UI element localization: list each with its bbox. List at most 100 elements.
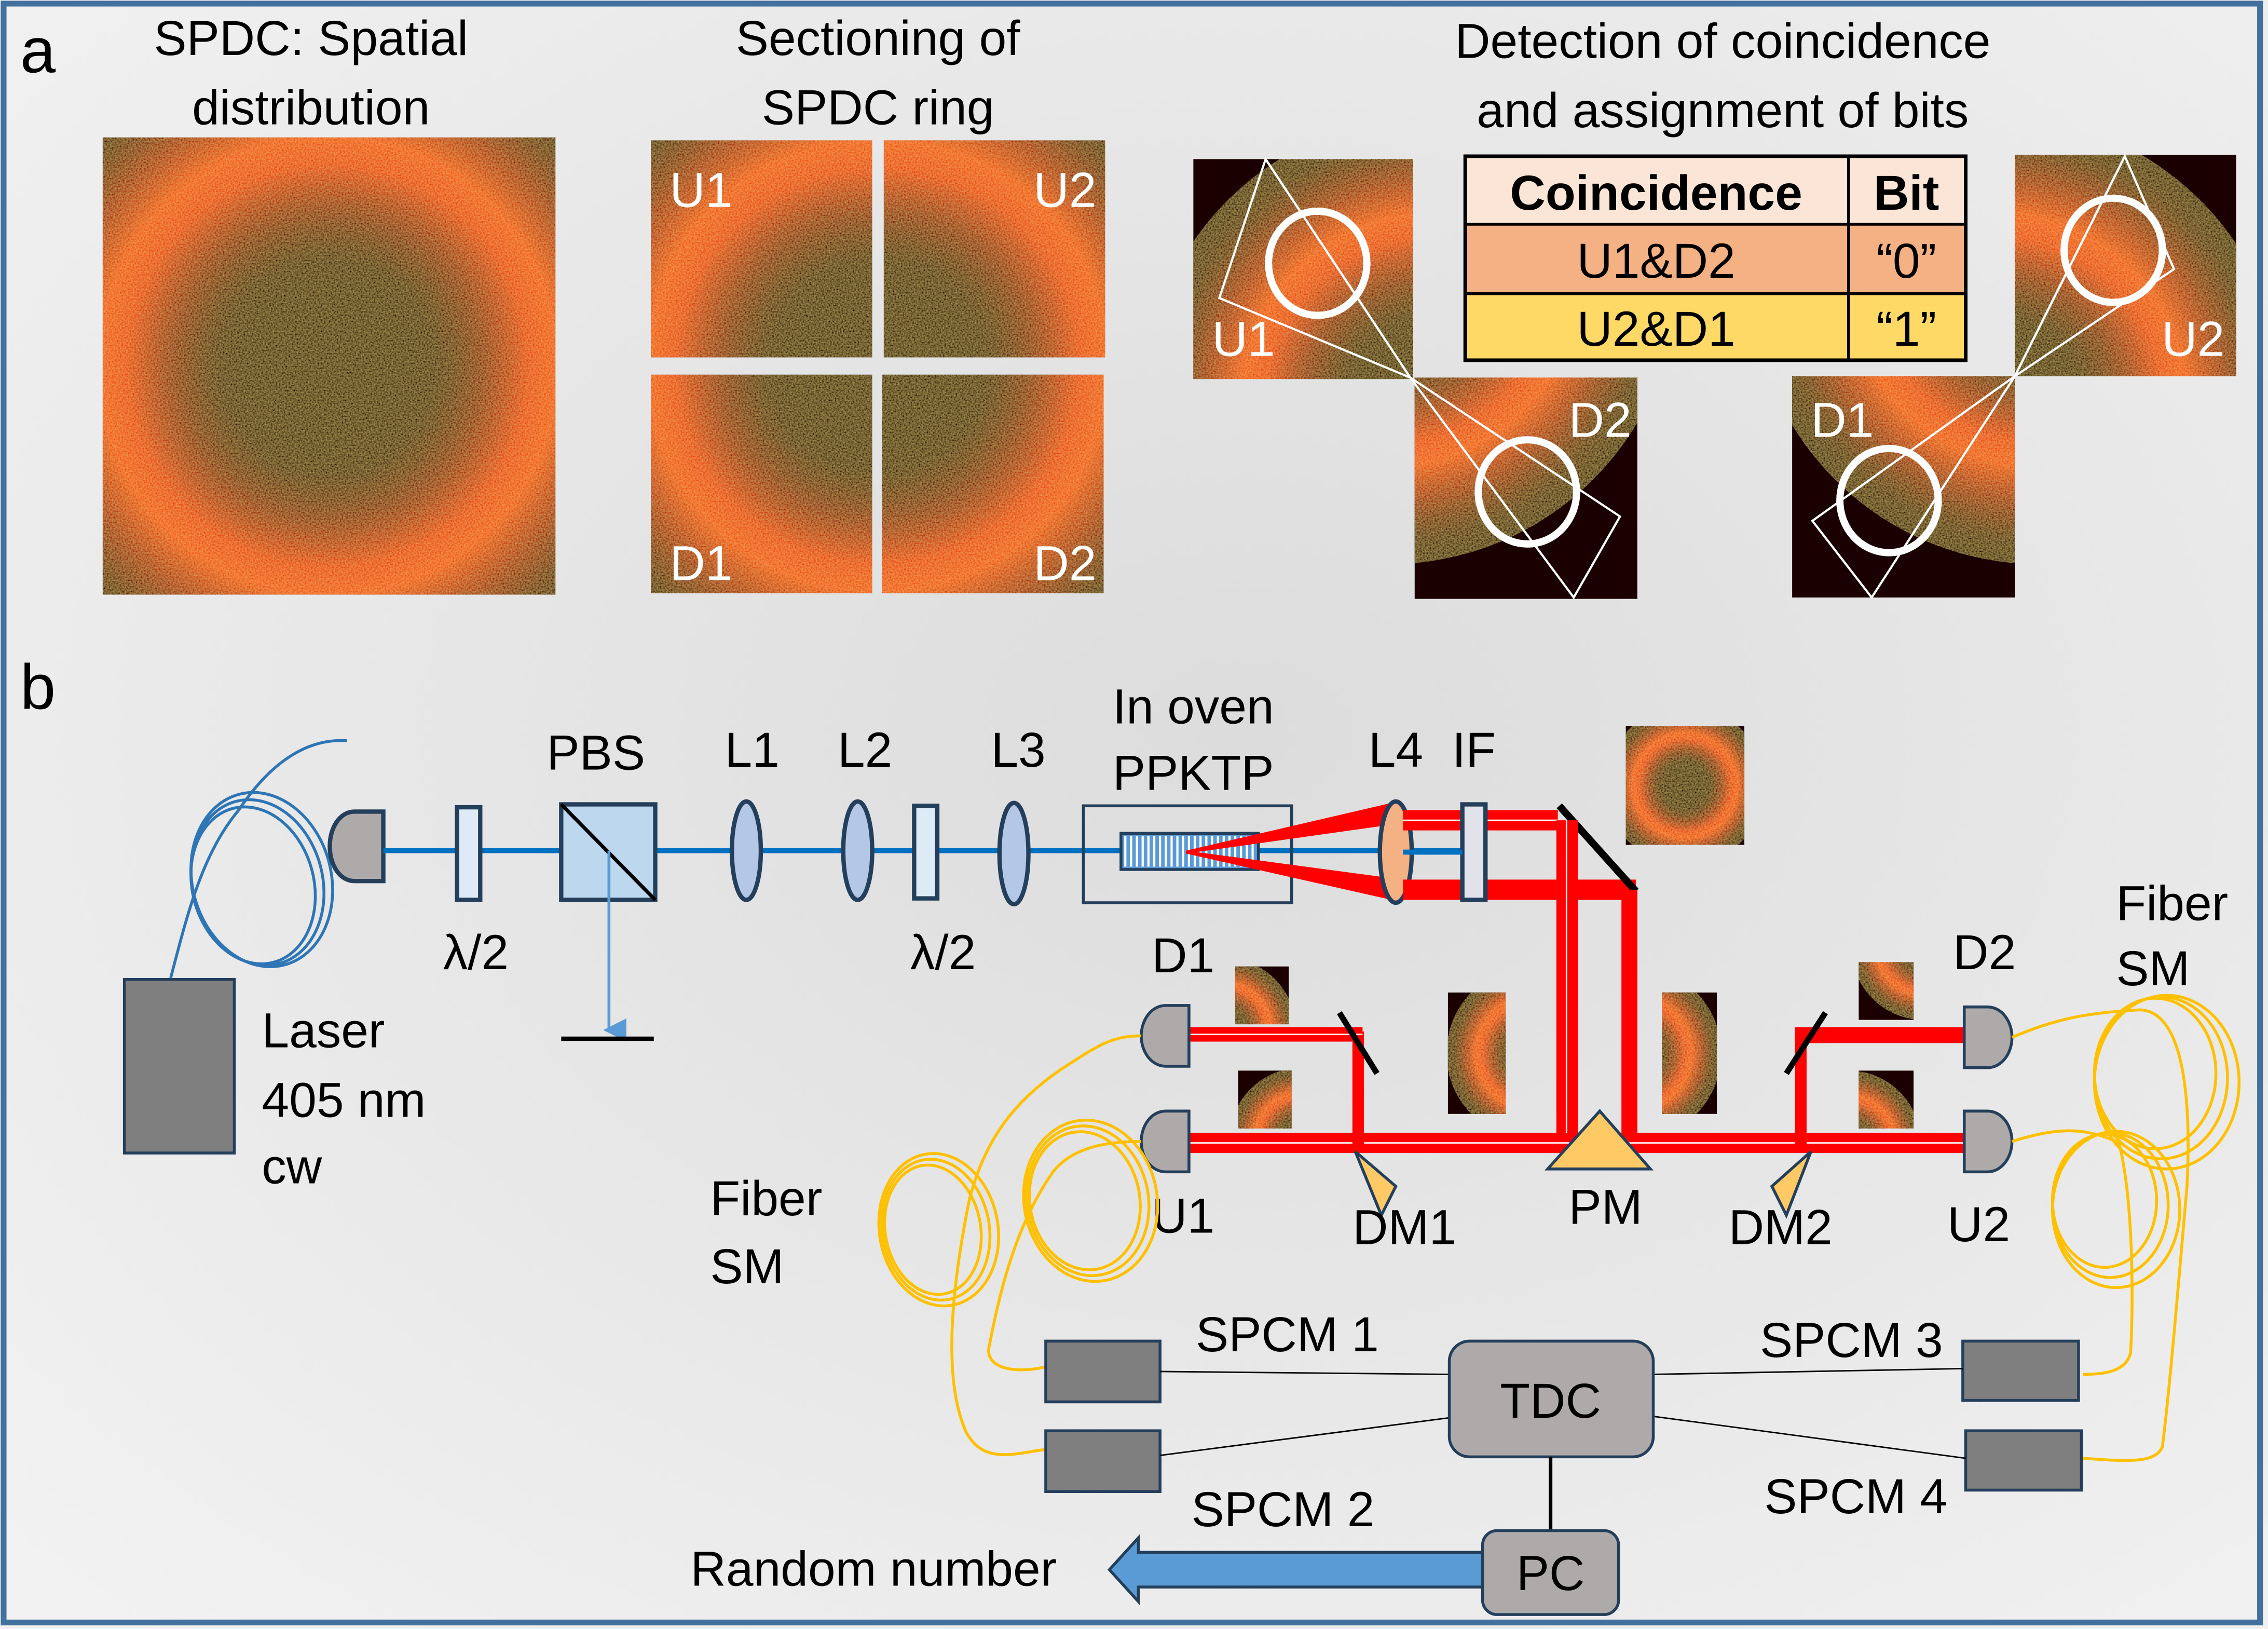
tdc-label: TDC [1500,1374,1601,1429]
spcm-1 [1044,1339,1162,1404]
u1-label: U1 [1152,1188,1214,1243]
detection-label-u1: U1 [1212,312,1275,367]
detection-title-line2: and assignment of bits [1477,83,1969,138]
pm-label: PM [1568,1180,1642,1235]
table-header-bit: Bit [1874,166,1939,221]
dichroic-mirror-2 [1770,1150,1812,1219]
spatial-title-line2: distribution [192,80,430,135]
spdc-beam-dm1-up [1352,1031,1364,1145]
folding-mirror [1556,803,1639,894]
spcm-3 [1961,1339,2080,1402]
half-ring-image-right [1662,992,1717,1114]
circle-d1 [1836,444,1942,556]
table-cell-bit-1: “1” [1876,302,1936,357]
signal-cables [1159,1367,1966,1459]
table-cell-coincidence-0: U1&D2 [1577,234,1735,289]
lens-l3 [997,800,1031,906]
lens-l4-label: L4 [1369,723,1423,778]
fiber-coupler-u1 [1140,1109,1191,1174]
ring-image-after-filter [1625,726,1745,845]
tdc-box [1447,1339,1655,1459]
oven-box [1082,804,1293,904]
detection-label-d2: D2 [1569,393,1632,448]
spatial-title-line1: SPDC: Spatial [154,11,468,66]
hwp1-label: λ/2 [443,925,509,980]
spdc-ring-image [102,137,556,595]
d2-label: D2 [1953,925,2016,980]
spcm-2 [1044,1429,1162,1494]
detection-circles [1265,194,2166,556]
coincidence-table: Coincidence Bit U1&D2 “0” U2&D1 “1” [1463,154,1968,362]
quadrant-label-d2: D2 [1033,536,1096,591]
if-label: IF [1452,723,1496,778]
pc-label: PC [1516,1546,1585,1601]
fiber-coupler-u2 [1962,1109,2014,1174]
spdc-beam-d2 [1795,1027,1966,1043]
interference-filter [1460,802,1488,902]
table-row-0-bg [1465,224,1966,294]
quadrant-image-u2-small [1859,1070,1914,1129]
table-cell-bit-0: “0” [1876,234,1936,289]
fiber-coupler-d2 [1962,1005,2014,1069]
d1-label: D1 [1152,928,1214,983]
oven-label-line2: PPKTP [1113,746,1274,801]
detection-label-u2: U2 [2162,312,2224,367]
quadrant-label-u1: U1 [670,163,732,218]
fiber-left-label-line2: SM [710,1239,784,1294]
quadrant-d1 [651,374,872,593]
oven-label-line1: In oven [1113,679,1274,734]
spdc-cone [1186,803,1392,900]
mirror-d2 [1784,1011,1828,1075]
laser-label-line2: 405 nm [262,1073,426,1128]
quadrant-image-d2-small [1859,962,1914,1020]
sectioning-title-line2: SPDC ring [762,80,994,135]
table-cell-coincidence-1: U2&D1 [1577,302,1735,357]
spdc-beam-down-right [1621,889,1637,1143]
fiber-left-label-line1: Fiber [710,1171,822,1226]
quadrant-image-d1-small [1235,966,1289,1025]
quadrant-label-u2: U2 [1033,163,1096,218]
dichroic-mirror-1 [1354,1150,1398,1219]
coincidence-overlay-u1-d2 [1218,156,1622,600]
fiber-coupler-laser [327,809,386,884]
panel-a-label: a [20,15,56,86]
random-number-label: Random number [690,1541,1057,1596]
dm1-label: DM1 [1352,1200,1456,1255]
fiber-coupler-d1 [1140,1004,1191,1068]
prism-mirror [1544,1109,1654,1171]
lens-l1-label: L1 [725,723,780,778]
dm2-label: DM2 [1729,1200,1833,1255]
detection-image-u2 [2015,155,2236,376]
half-ring-image-left [1447,992,1506,1114]
circle-u2 [2060,194,2166,306]
detection-title-line1: Detection of coincidence [1455,13,1990,69]
fiber-right-label-line2: SM [2116,941,2190,996]
spdc-beam-lower [1403,879,1636,900]
quadrant-d2 [882,374,1104,593]
yellow-fiber-right [2011,994,2241,1462]
table-header-coincidence: Coincidence [1510,166,1802,221]
hwp2-label: λ/2 [910,925,976,980]
random-number-arrow [1107,1534,1484,1606]
u2-label: U2 [1947,1197,2010,1252]
quadrant-u2 [883,140,1105,358]
lens-l1 [730,799,763,902]
blue-fiber-coil [169,739,348,979]
laser-label-line3: cw [262,1139,322,1194]
spcm-3-label: SPCM 3 [1760,1313,1943,1368]
spcm-1-label: SPCM 1 [1196,1307,1379,1362]
mirror-d1 [1337,1011,1379,1075]
lens-l3-label: L3 [991,723,1045,778]
quadrant-image-u1-small [1238,1070,1292,1129]
quadrant-label-d1: D1 [670,536,732,591]
table-header-bg [1465,156,1966,224]
spcm-2-label: SPCM 2 [1192,1482,1375,1537]
lens-l2-label: L2 [838,723,892,778]
half-wave-plate-1 [455,805,483,902]
circle-d2 [1474,436,1580,548]
laser-label-line1: Laser [262,1003,385,1058]
yellow-fiber-left [877,1034,1159,1456]
table-row-1-bg [1465,293,1966,360]
detection-label-d1: D1 [1811,393,1874,448]
